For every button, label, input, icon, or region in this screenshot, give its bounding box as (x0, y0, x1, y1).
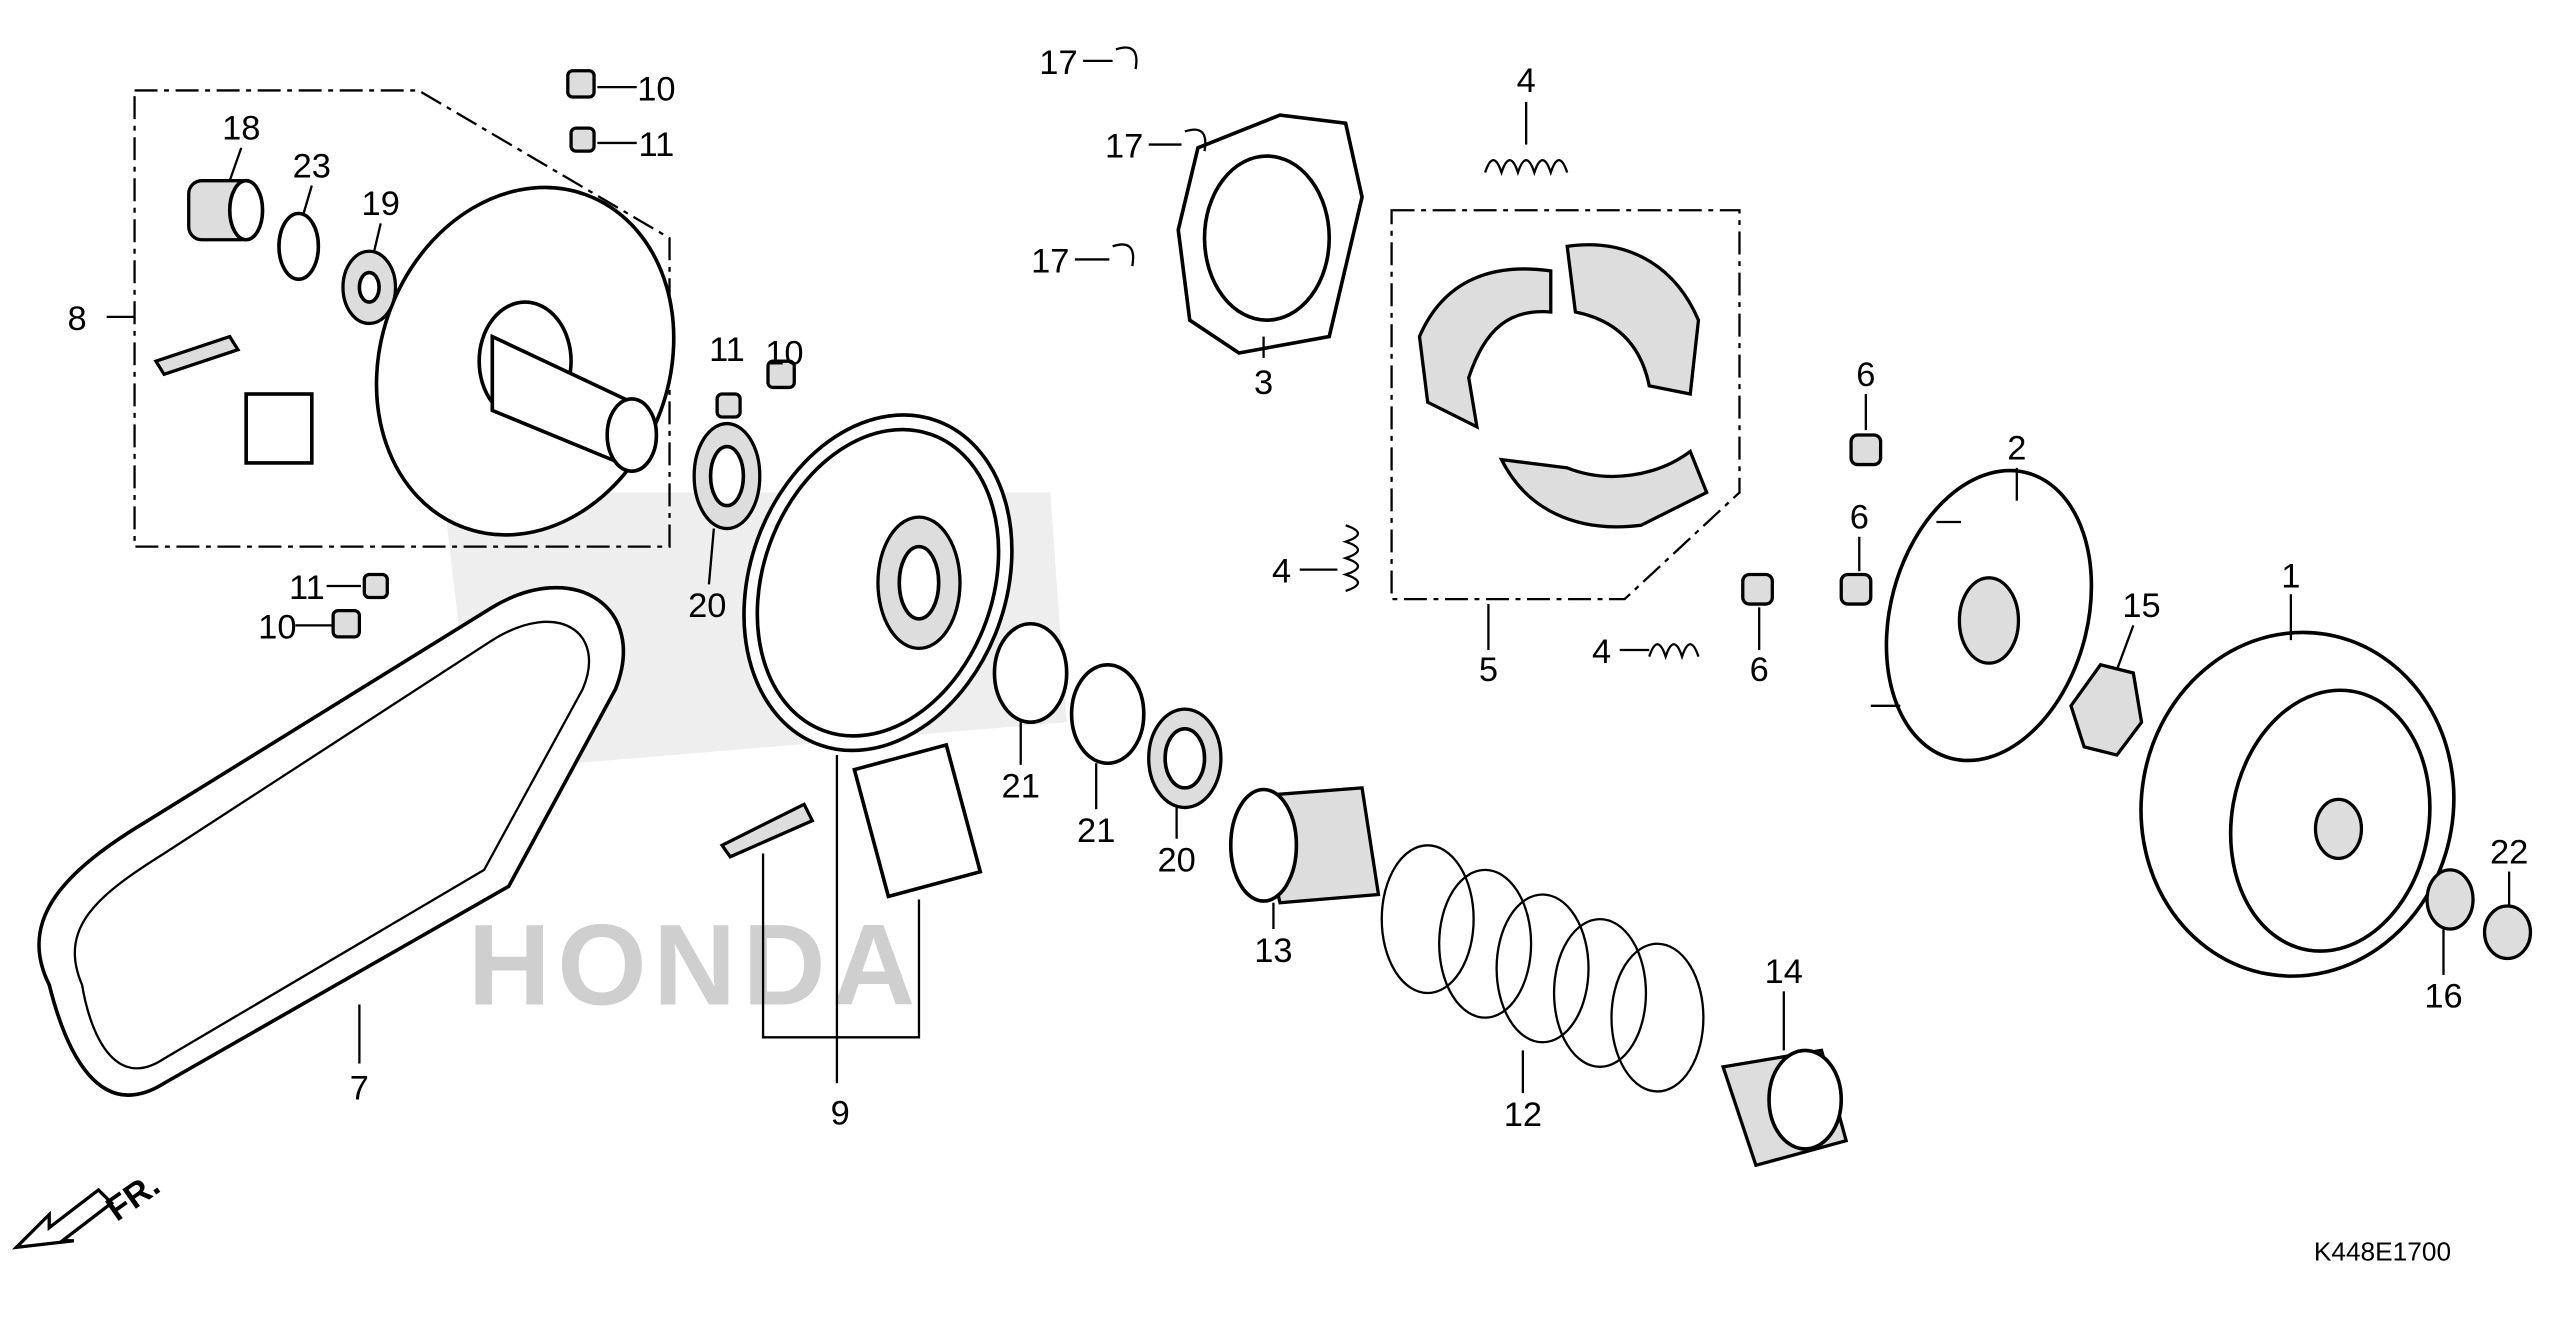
collar-6 (1741, 572, 1774, 606)
cap-10 (331, 608, 362, 639)
callout-2: 2 (2007, 430, 2026, 468)
callout-12: 12 (1504, 1096, 1542, 1134)
callouts: 1 2 3 4 4 4 5 6 6 6 7 8 9 10 10 10 11 11… (68, 44, 2529, 1134)
oil-seal-20 (692, 421, 762, 531)
oil-seal-20 (1147, 707, 1223, 810)
collar-14 (1720, 1048, 1849, 1168)
leader-line (707, 528, 715, 585)
arrow-icon (11, 1187, 115, 1250)
washer-16 (2425, 868, 2475, 931)
callout-17: 17 (1105, 128, 1143, 166)
callout-22: 22 (2490, 833, 2528, 871)
clip-17 (1115, 46, 1138, 70)
callout-11: 11 (709, 331, 745, 369)
callout-3: 3 (1254, 364, 1273, 402)
driven-face-9 (742, 413, 1014, 753)
leader-line (302, 185, 313, 214)
clip-17 (1184, 128, 1207, 152)
collar-11 (569, 126, 596, 153)
callout-15: 15 (2122, 587, 2160, 625)
collar-6 (1839, 572, 1873, 606)
callout-4: 4 (1517, 62, 1536, 100)
spring-4 (1484, 159, 1569, 177)
cap-10 (766, 359, 796, 390)
callout-6: 6 (1850, 499, 1869, 537)
clip-17 (1112, 243, 1135, 267)
callout-4: 4 (1592, 633, 1611, 671)
nut-22 (2482, 904, 2533, 961)
callout-6: 6 (1856, 356, 1875, 394)
callout-1: 1 (2281, 558, 2300, 596)
diagram-code: K448E1700 (2314, 1236, 2451, 1266)
callout-9: 9 (831, 1094, 850, 1132)
movable-drive-face (374, 185, 676, 537)
circlip-23 (277, 211, 321, 281)
clutch-outer-1 (2139, 630, 2456, 978)
o-ring-21 (992, 621, 1069, 725)
spring-4 (1342, 524, 1360, 593)
callout-11: 11 (639, 126, 675, 164)
collar-11 (362, 572, 389, 600)
direction-label: FR. (100, 1166, 167, 1229)
grease-tube (153, 334, 241, 377)
spring-4 (1648, 643, 1700, 661)
o-ring-21 (1069, 662, 1146, 766)
callout-10: 10 (258, 609, 296, 647)
callout-20: 20 (688, 587, 726, 625)
callout-19: 19 (362, 185, 400, 223)
callout-21: 21 (1002, 768, 1040, 806)
callout-17: 17 (1031, 243, 1069, 281)
grease-tube-9 (719, 802, 815, 859)
nut-15 (2069, 662, 2144, 757)
callout-4: 4 (1272, 553, 1291, 591)
leader-line (228, 147, 243, 182)
callout-10: 10 (765, 334, 803, 372)
clutch-shoe (1498, 448, 1709, 529)
assembly-8-boundary (133, 89, 671, 548)
clutch-shoe (1565, 243, 1701, 396)
clutch-shoe (1417, 267, 1553, 430)
grease-label (244, 392, 314, 465)
drive-belt-7 (37, 585, 626, 1097)
needle-bearing-18 (187, 178, 265, 242)
callout-21: 21 (1077, 812, 1115, 850)
callout-16: 16 (2424, 978, 2462, 1016)
callout-8: 8 (68, 300, 87, 338)
leader-line (761, 755, 921, 1084)
callout-11: 11 (289, 569, 325, 607)
leader-line (2115, 624, 2135, 671)
callout-14: 14 (1765, 953, 1803, 991)
front-direction-arrow: FR. (11, 1166, 167, 1250)
watermark-text: HONDA (468, 901, 922, 1029)
callout-10: 10 (637, 70, 675, 108)
bearing-19 (341, 249, 398, 326)
callout-13: 13 (1254, 932, 1292, 970)
cap-10 (566, 69, 596, 99)
leader-line (373, 223, 382, 252)
guide-collar-13 (1228, 786, 1381, 905)
callout-7: 7 (350, 1070, 369, 1108)
callout-6: 6 (1750, 651, 1769, 689)
driven-spring-12 (1380, 844, 1705, 1093)
plate-3 (1176, 113, 1364, 355)
callout-20: 20 (1157, 842, 1195, 880)
grease-label-9 (852, 742, 983, 899)
collar-11 (715, 392, 742, 419)
drive-plate-2 (1870, 468, 2094, 763)
callout-18: 18 (222, 110, 260, 148)
callout-23: 23 (293, 147, 331, 185)
assembly-5-boundary (1390, 209, 1741, 601)
callout-17: 17 (1039, 44, 1077, 82)
callout-5: 5 (1479, 651, 1498, 689)
collar-6 (1849, 433, 1883, 467)
